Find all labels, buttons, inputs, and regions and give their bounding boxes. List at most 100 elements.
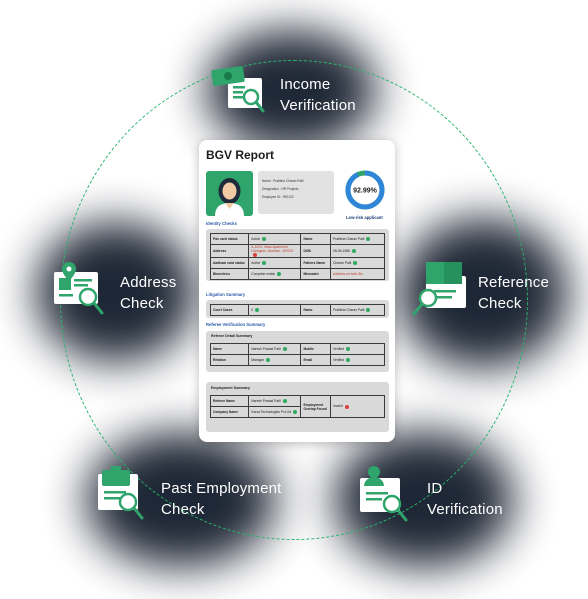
- score-label: Low-risk applicant: [346, 215, 383, 220]
- profile-employee-id: Employee ID : 990123: [262, 195, 294, 199]
- table-row: Pan card status Active Name Pratibha Cha…: [209, 233, 385, 245]
- table-cell: Aadhaar card status: [209, 257, 250, 270]
- reference-line2: Check: [478, 295, 522, 312]
- past-employment-check-label: Past Employment Check: [161, 478, 282, 520]
- location-document-icon: [54, 262, 104, 315]
- check-icon: [262, 237, 267, 242]
- person-id-icon: [360, 466, 408, 522]
- table-row: Relation Manager Email Verified: [209, 354, 385, 366]
- id-line1: ID: [427, 480, 443, 497]
- table-cell: Address: [209, 243, 250, 259]
- employment-table: Referee Name Naresh Prasad Patil Employm…: [209, 395, 385, 418]
- check-icon: [266, 358, 271, 363]
- table-cell: DOB: [300, 243, 332, 259]
- identity-checks-title: Identity Checks: [206, 221, 237, 226]
- litigation-title: Litigation Summary: [206, 292, 246, 297]
- check-icon: [262, 261, 267, 266]
- table-cell: Address on both IDs: [330, 268, 385, 281]
- litigation-table: Court Cases 0 Name Pratibha Charan Patil: [209, 304, 385, 316]
- table-cell: Naresh Prasad Patil: [248, 395, 302, 407]
- table-cell: Court Cases: [209, 304, 250, 316]
- referee-panel-title: Referee Detail Summary: [211, 334, 253, 338]
- table-cell: Name: [300, 233, 332, 245]
- briefcase-document-icon: [98, 466, 144, 520]
- table-cell: Verified: [330, 354, 385, 366]
- table-cell: Name: [209, 343, 250, 355]
- table-cell: Complete match: [248, 268, 302, 281]
- person-avatar-icon: [215, 178, 244, 216]
- identity-checks-table: Pan card status Active Name Pratibha Cha…: [209, 233, 385, 281]
- table-row: Aadhaar card status Active Fathers Name …: [209, 257, 385, 270]
- table-cell: Relation: [209, 354, 250, 366]
- table-row: Name Naresh Prasad Patil Mobile Verified: [209, 343, 385, 355]
- check-icon: [282, 399, 287, 404]
- table-cell: Charan Patil: [330, 257, 385, 270]
- id-line2: Verification: [427, 501, 503, 518]
- table-row: Court Cases 0 Name Pratibha Charan Patil: [209, 304, 385, 316]
- table-cell: Mobile: [300, 343, 332, 355]
- check-icon: [353, 261, 358, 266]
- table-row: Company Name Karza Technologies Pvt Ltd: [209, 406, 385, 418]
- table-cell: Karza Technologies Pvt Ltd: [248, 406, 302, 418]
- profile-info: Name : Pratibha Charan Patil Designation…: [258, 171, 334, 214]
- employment-panel: Employment Summary Referee Name Naresh P…: [206, 382, 389, 432]
- profile-designation: Designation : HR Projects: [262, 187, 299, 191]
- table-cell: Mismatch: [300, 268, 332, 281]
- table-cell: Naresh Prasad Patil: [248, 343, 302, 355]
- avatar: [206, 171, 253, 216]
- income-line2: Verification: [280, 97, 356, 114]
- past-employment-line2: Check: [161, 501, 205, 518]
- address-line2: Check: [120, 295, 164, 312]
- reference-line1: Reference: [478, 274, 550, 291]
- table-cell: Active: [248, 257, 302, 270]
- income-line1: Income: [280, 76, 331, 93]
- bgv-report-card: BGV Report Name : Pratibha Charan Patil …: [199, 140, 395, 442]
- employment-panel-title: Employment Summary: [211, 386, 250, 390]
- table-cell: Referee Name: [209, 395, 250, 407]
- money-search-icon: [211, 66, 265, 113]
- table-cell: Invalid: [330, 395, 385, 418]
- check-icon: [282, 347, 287, 352]
- check-icon: [255, 308, 260, 313]
- check-icon: [277, 272, 282, 277]
- cross-icon: [344, 404, 349, 409]
- profile-name: Name : Pratibha Charan Patil: [262, 179, 304, 183]
- check-icon: [366, 237, 371, 242]
- table-cell: Biometrics: [209, 268, 250, 281]
- table-cell: Pratibha Charan Patil: [330, 304, 385, 316]
- cross-icon: [253, 253, 258, 257]
- id-verification-label: ID Verification: [427, 478, 503, 520]
- referee-title: Referee Verification Summary: [206, 322, 266, 327]
- check-icon: [351, 249, 356, 254]
- table-cell: Company Name: [209, 406, 250, 418]
- table-cell: 0: [248, 304, 302, 316]
- referee-panel: Referee Detail Summary Name Naresh Prasa…: [206, 331, 389, 372]
- table-cell: Active: [248, 233, 302, 245]
- table-cell: 05-08-1985: [330, 243, 385, 259]
- check-icon: [346, 358, 351, 363]
- table-cell: Manager: [248, 354, 302, 366]
- table-cell: Email: [300, 354, 332, 366]
- table-cell: Pan card status: [209, 233, 250, 245]
- identity-checks-panel: Pan card status Active Name Pratibha Cha…: [206, 229, 389, 281]
- table-cell: Verified: [330, 343, 385, 355]
- litigation-panel: Court Cases 0 Name Pratibha Charan Patil: [206, 300, 389, 318]
- score-donut: 92.99%: [345, 170, 385, 210]
- table-row: Referee Name Naresh Prasad Patil Employm…: [209, 395, 385, 418]
- check-icon: [293, 410, 298, 415]
- past-employment-line1: Past Employment: [161, 480, 282, 497]
- book-document-icon: [412, 262, 466, 316]
- report-title: BGV Report: [206, 148, 275, 162]
- table-cell: Name: [300, 304, 332, 316]
- table-row: Biometrics Complete match Mismatch Addre…: [209, 268, 385, 281]
- table-cell: Fathers Name: [300, 257, 332, 270]
- check-icon: [366, 308, 371, 313]
- address-check-label: Address Check: [120, 272, 176, 314]
- check-icon: [346, 347, 351, 352]
- score-value: 92.99%: [353, 188, 378, 195]
- reference-check-label: Reference Check: [478, 272, 549, 314]
- table-cell: A-1003, Vikas Apartment, Goregaon, Mumba…: [248, 243, 302, 259]
- table-cell: Pratibha Charan Patil: [330, 233, 385, 245]
- table-row: Address A-1003, Vikas Apartment, Goregao…: [209, 243, 385, 259]
